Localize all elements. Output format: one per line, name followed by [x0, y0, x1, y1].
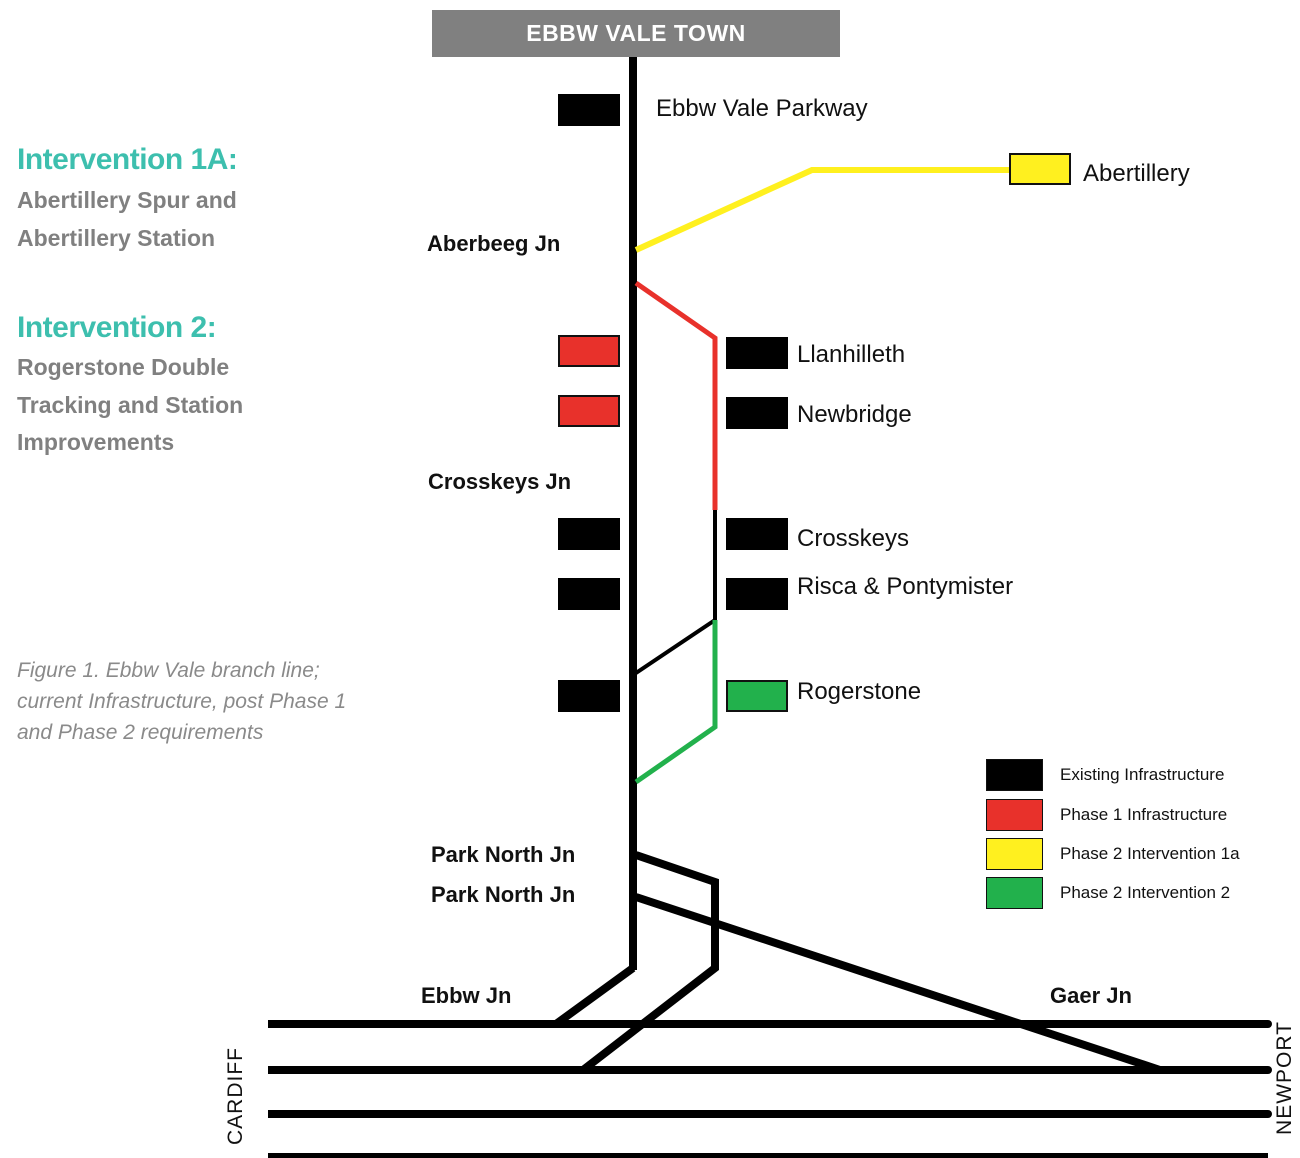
legend-item-phase2-1a: Phase 2 Intervention 1a [986, 838, 1286, 872]
station-label-rogerstone: Rogerstone [797, 678, 922, 705]
platform-box-ebbw-vale-parkway [558, 94, 620, 126]
legend-item-phase1: Phase 1 Infrastructure [986, 799, 1286, 833]
intervention-1a-title: Intervention 1A: [17, 143, 238, 176]
junction-label-gaer: Gaer Jn [1050, 983, 1132, 1008]
legend-item-existing: Existing Infrastructure [986, 759, 1286, 793]
intervention-1a-line: Abertillery Station [17, 224, 216, 251]
legend-label: Existing Infrastructure [1060, 765, 1225, 784]
platform-box-rogerstone-left [558, 680, 620, 712]
platform-box-newbridge [726, 397, 788, 429]
intervention-2-title: Intervention 2: [17, 311, 217, 344]
junction-label-aberbeeg: Aberbeeg Jn [427, 231, 561, 256]
park-north-chord-east [580, 851, 719, 1074]
caption-line: current Infrastructure, post Phase 1 [17, 690, 347, 713]
terminus-header: EBBW VALE TOWN [432, 10, 840, 57]
junction-label-park-north: Park North Jn [431, 842, 576, 867]
intervention-2-line: Rogerstone Double [17, 354, 230, 380]
park-north-to-gaer-track [634, 893, 1162, 1074]
station-label-crosskeys: Crosskeys [797, 525, 910, 552]
platform-box-rogerstone [726, 680, 788, 712]
legend-swatch [986, 799, 1043, 831]
station-label-newbridge: Newbridge [797, 401, 912, 428]
rogerstone-double-track [634, 620, 718, 785]
intervention-1a-line: Abertillery Spur and [17, 187, 237, 213]
main-to-ebbw-jn-track [553, 964, 636, 1028]
direction-label-newport: NEWPORT [1272, 1021, 1296, 1135]
platform-box-phase1-left [558, 395, 620, 427]
legend-label: Phase 1 Infrastructure [1060, 805, 1228, 824]
intervention-2-description: Rogerstone Double Tracking and Station I… [17, 349, 317, 462]
platform-box-abertillery [1009, 153, 1071, 185]
figure-caption: Figure 1. Ebbw Vale branch line; current… [17, 655, 437, 748]
legend-item-phase2-2: Phase 2 Intervention 2 [986, 877, 1286, 911]
legend-swatch [986, 759, 1043, 791]
abertillery-spur-track [634, 167, 1010, 253]
mainline-end-dot [1264, 1110, 1272, 1118]
station-label-abertillery: Abertillery [1083, 160, 1190, 187]
platform-box-llanhilleth [726, 337, 788, 369]
platform-box-crosskeys-left [558, 518, 620, 550]
platform-box-risca [726, 578, 788, 610]
intervention-2-line: Improvements [17, 429, 175, 455]
caption-line: and Phase 2 requirements [17, 721, 264, 744]
junction-label-park-north: Park North Jn [431, 882, 576, 907]
phase1-double-track [634, 280, 718, 510]
intervention-2-line: Tracking and Station [17, 391, 244, 418]
mainline-end-dot [1264, 1066, 1272, 1074]
legend-label: Phase 2 Intervention 1a [1060, 844, 1240, 863]
station-label-risca: Risca & Pontymister [797, 573, 1014, 600]
legend-swatch [986, 838, 1043, 870]
platform-box-crosskeys [726, 518, 788, 550]
platform-box-phase1-left [558, 335, 620, 367]
legend-label: Phase 2 Intervention 2 [1060, 883, 1231, 902]
legend-swatch [986, 877, 1043, 909]
junction-label-crosskeys: Crosskeys Jn [428, 469, 572, 494]
caption-line: Figure 1. Ebbw Vale branch line; [17, 659, 320, 682]
existing-second-track [634, 510, 717, 675]
direction-label-cardiff: CARDIFF [224, 1047, 247, 1145]
junction-label-ebbw: Ebbw Jn [421, 983, 512, 1008]
intervention-1a-description: Abertillery Spur and Abertillery Station [17, 182, 317, 257]
platform-box-risca-left [558, 578, 620, 610]
mainline-end-dot [1264, 1020, 1272, 1028]
station-label-llanhilleth: Llanhilleth [797, 341, 906, 368]
station-label-ebbw-vale-parkway: Ebbw Vale Parkway [656, 95, 868, 122]
